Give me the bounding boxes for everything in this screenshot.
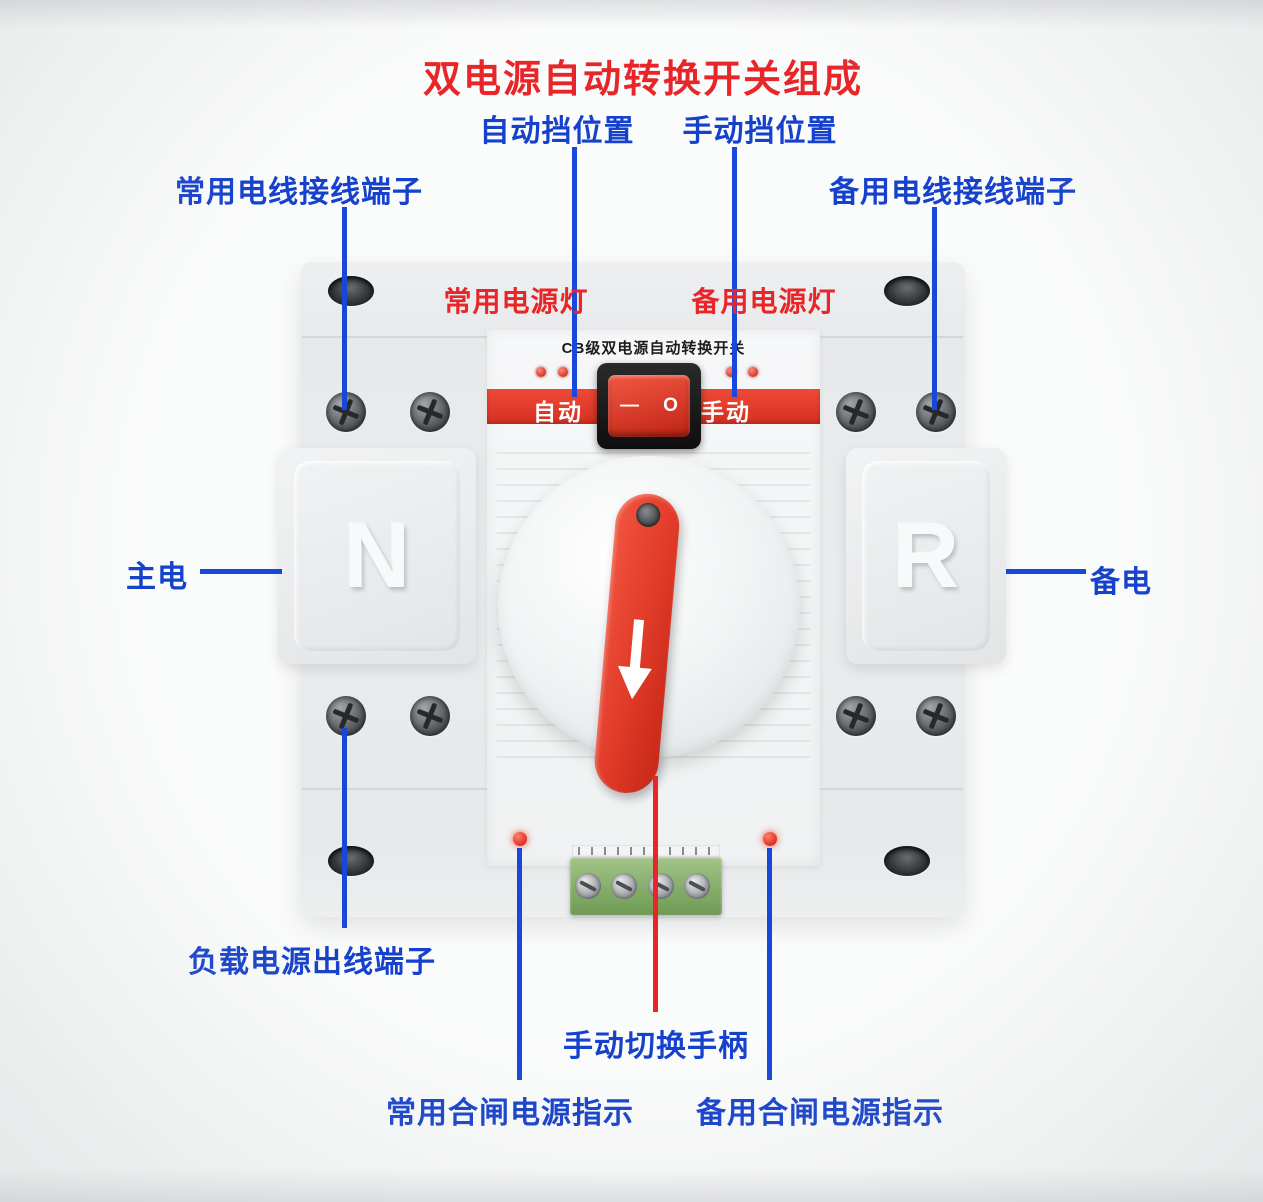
manual-mode-label: 手动 <box>701 399 751 425</box>
backup-power-led <box>726 367 736 377</box>
photo-top-shade <box>0 0 1263 28</box>
mounting-hole-bottom-left <box>328 846 374 876</box>
leader-line-backup-power <box>1006 569 1086 574</box>
leader-line-common-closing-indicator <box>517 848 522 1080</box>
leader-line-manual-position <box>732 147 737 397</box>
screw-slot <box>615 880 633 892</box>
common-power-led <box>558 367 568 377</box>
auto-mode-label: 自动 <box>533 399 583 425</box>
mounting-hole-top-left <box>328 276 374 306</box>
mounting-hole-bottom-right <box>884 846 930 876</box>
module-letter-n: N <box>343 504 411 607</box>
photo-bottom-shade <box>0 1168 1263 1202</box>
common-power-led <box>536 367 546 377</box>
leader-line-manual-handle <box>653 776 658 1012</box>
common-closing-indicator-led <box>513 832 527 846</box>
backup-power-module: R <box>846 448 1006 664</box>
label-manual-position: 手动挡位置 <box>682 115 838 148</box>
screw-slot <box>688 880 706 892</box>
leader-line-common-wire-terminal <box>342 207 347 410</box>
rocker-switch-housing: — O <box>597 363 701 449</box>
label-main-power: 主电 <box>126 561 188 594</box>
label-common-wire-terminal: 常用电线接线端子 <box>175 176 423 209</box>
terminal-screw <box>836 392 876 432</box>
label-backup-closing-indicator: 备用合闸电源指示 <box>696 1097 944 1130</box>
main-power-module: N <box>278 448 476 664</box>
label-backup-wire-terminal: 备用电线接线端子 <box>829 176 1077 209</box>
label-auto-position: 自动挡位置 <box>479 115 635 148</box>
leader-line-main-power <box>200 569 282 574</box>
terminal-markings <box>578 847 714 855</box>
down-arrow-icon <box>617 619 652 700</box>
label-common-closing-indicator: 常用合闸电源指示 <box>386 1097 634 1130</box>
load-terminal-screw <box>684 873 710 899</box>
label-backup-power-light: 备用电源灯 <box>691 286 837 317</box>
backup-power-led <box>748 367 758 377</box>
rocker-o-symbol: O <box>663 395 678 416</box>
screw-slot <box>579 880 597 892</box>
page-title: 双电源自动转换开关组成 <box>422 59 864 101</box>
leader-line-backup-wire-terminal <box>932 207 937 410</box>
device-model-text: CB级双电源自动转换开关 <box>561 340 746 357</box>
label-common-power-light: 常用电源灯 <box>443 286 589 317</box>
module-letter-r: R <box>892 504 960 607</box>
terminal-screw <box>410 392 450 432</box>
load-terminal-screw <box>648 873 674 899</box>
rocker-dash-symbol: — <box>620 395 640 416</box>
manual-switch-handle <box>592 491 682 796</box>
label-backup-power: 备电 <box>1090 566 1152 599</box>
terminal-screw <box>916 696 956 736</box>
load-terminal-block <box>570 857 722 915</box>
mounting-hole-top-right <box>884 276 930 306</box>
backup-closing-indicator-led <box>763 832 777 846</box>
load-terminal-screw <box>611 873 637 899</box>
rocker-switch: — O <box>608 375 690 437</box>
leader-line-auto-position <box>572 147 577 397</box>
terminal-marking-strip <box>572 845 720 857</box>
leader-line-backup-closing-indicator <box>767 848 772 1080</box>
label-manual-switch-handle: 手动切换手柄 <box>563 1030 749 1063</box>
load-terminal-screw <box>575 873 601 899</box>
leader-line-load-terminal <box>342 728 347 928</box>
label-load-output-terminal: 负载电源出线端子 <box>188 946 436 979</box>
handle-pivot-screw <box>635 501 662 528</box>
terminal-screw <box>410 696 450 736</box>
terminal-screw <box>836 696 876 736</box>
